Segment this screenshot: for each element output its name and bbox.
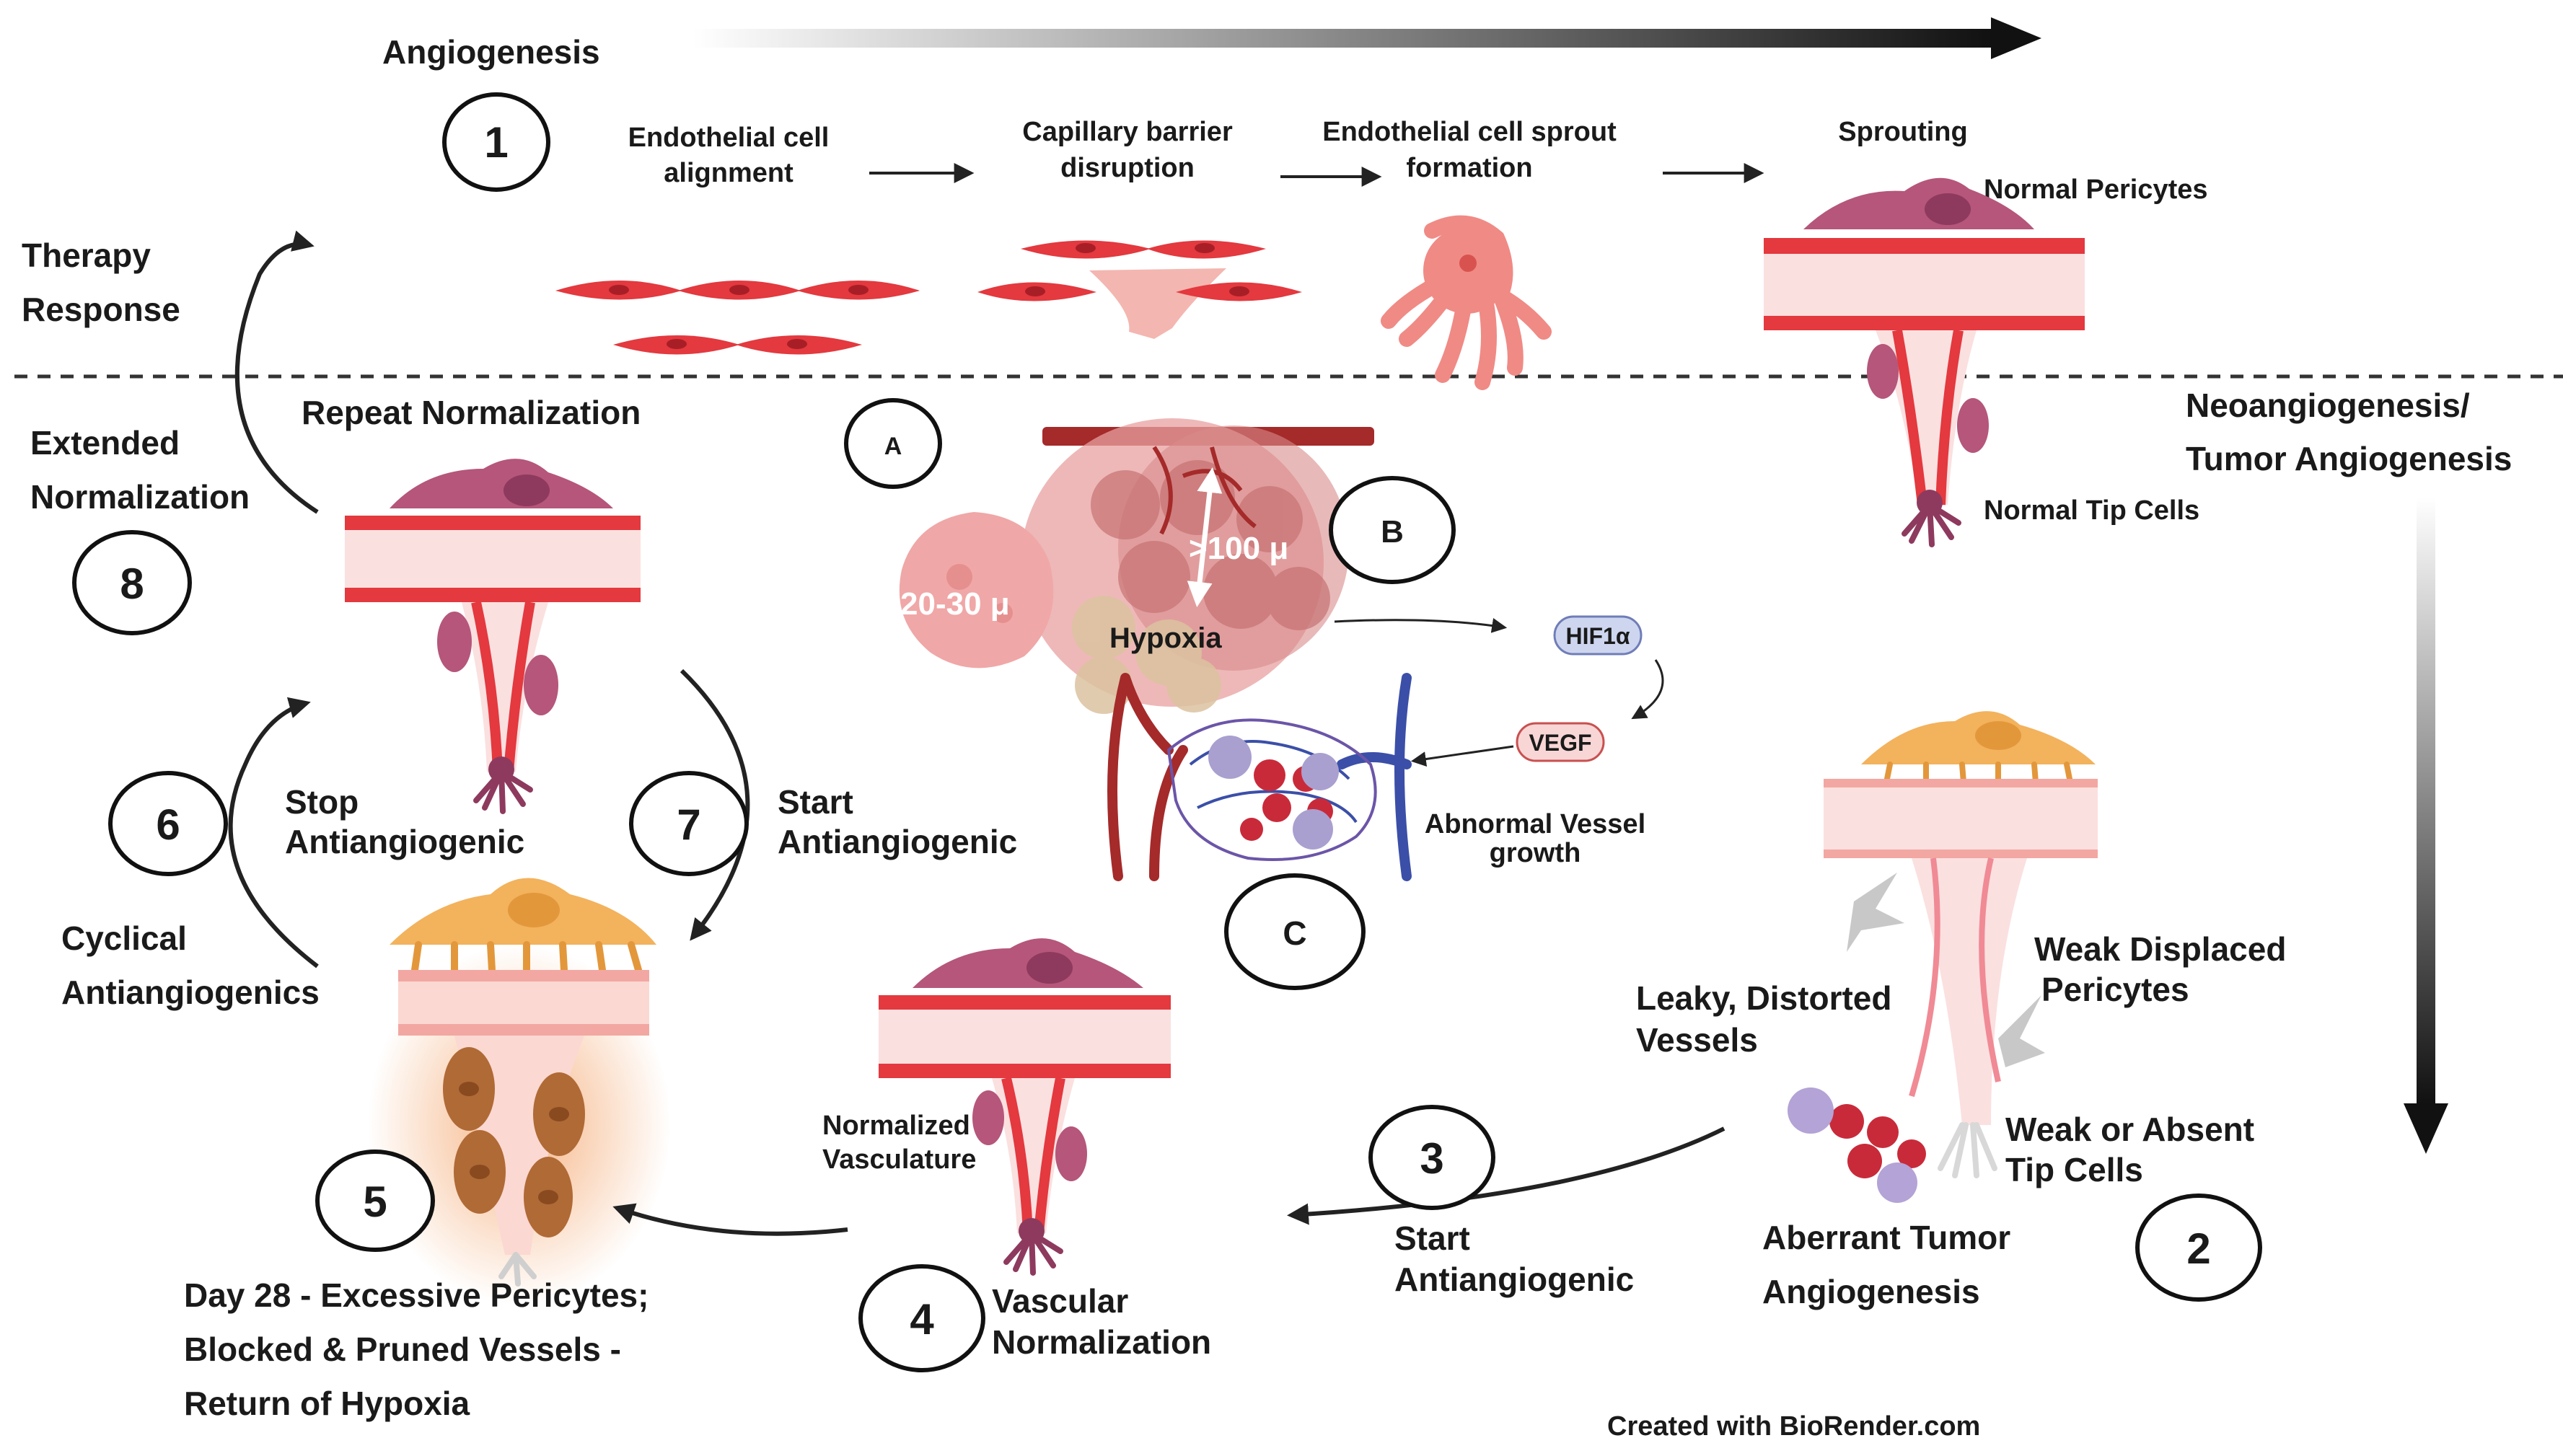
- angiogenesis-progress-arrow: [693, 17, 2041, 59]
- credit-label: Created with BioRender.com: [1607, 1411, 1980, 1442]
- start-antiangiogenic-7-line2: Antiangiogenic: [778, 823, 1017, 860]
- angiogenesis-title: Angiogenesis: [382, 33, 600, 71]
- stop-antiangiogenic-line2: Antiangiogenic: [285, 823, 524, 860]
- distance-20-label: 20-30 μ: [900, 586, 1010, 622]
- distance-100-label: >100 μ: [1189, 531, 1288, 566]
- aberrant-tumor-vessel: [1788, 711, 2098, 1203]
- neoangiogenesis-line2: Tumor Angiogenesis: [2186, 440, 2512, 477]
- sprout-label-line2: formation: [1406, 153, 1532, 183]
- normalized-vessel: [879, 938, 1171, 1276]
- svg-text:4: 4: [910, 1295, 934, 1344]
- distance-arrow: [1187, 467, 1223, 607]
- step-7-marker: 7: [629, 771, 749, 876]
- weak-pericytes-line1: Weak Displaced: [2034, 930, 2286, 968]
- weak-pericytes-line2: Pericytes: [2041, 971, 2189, 1008]
- arrow-vegf-to-vessel: [1410, 745, 1514, 767]
- hypoxia-label: Hypoxia: [1109, 622, 1222, 654]
- extended-normalization-line1: Extended: [30, 424, 180, 462]
- svg-text:A: A: [884, 433, 902, 460]
- step-a-marker: A: [844, 398, 942, 489]
- normalized-vasculature-line1: Normalized: [822, 1111, 970, 1141]
- step-8-marker: 8: [72, 530, 192, 635]
- step-c-marker: C: [1224, 873, 1366, 990]
- svg-text:HIF1α: HIF1α: [1565, 623, 1630, 649]
- start-antiangiogenic-3-line2: Antiangiogenic: [1394, 1261, 1634, 1298]
- aberrant-angiogenesis-line2: Angiogenesis: [1762, 1273, 1980, 1310]
- repeat-normalization-label: Repeat Normalization: [302, 394, 641, 431]
- svg-text:6: 6: [156, 800, 180, 849]
- neoangiogenesis-progress-arrow: [2404, 498, 2448, 1154]
- normal-tip-cells-label: Normal Tip Cells: [1984, 495, 2199, 526]
- step-5-marker: 5: [315, 1150, 435, 1252]
- step-4-marker: 4: [858, 1264, 985, 1372]
- arrow-to-therapy-response: [234, 230, 319, 514]
- svg-text:7: 7: [677, 800, 700, 849]
- svg-text:C: C: [1283, 914, 1306, 952]
- barrier-label-line2: disruption: [1060, 153, 1195, 183]
- arrow-hif-to-vegf: [1631, 659, 1664, 720]
- arrow-stop-antiangiogenic: [228, 697, 319, 969]
- arrow-hypoxia-to-hif: [1334, 618, 1508, 633]
- svg-text:VEGF: VEGF: [1529, 730, 1591, 756]
- abnormal-vessel-line1: Abnormal Vessel: [1425, 809, 1645, 839]
- leaky-vessels-line2: Vessels: [1636, 1021, 1758, 1059]
- svg-text:8: 8: [120, 560, 144, 608]
- tumor-mass: [1021, 418, 1374, 714]
- sprouting-label: Sprouting: [1838, 117, 1967, 147]
- step-6-marker: 6: [108, 771, 228, 876]
- sprouting-vessel-illustration: [1764, 177, 2085, 547]
- day28-line2: Blocked & Pruned Vessels -: [184, 1331, 621, 1368]
- neoangiogenesis-line1: Neoangiogenesis/: [2186, 387, 2470, 424]
- ec-alignment-label-line2: alignment: [664, 158, 793, 188]
- vascular-normalization-line2: Normalization: [992, 1323, 1211, 1361]
- svg-text:2: 2: [2186, 1225, 2210, 1273]
- capillary-disruption-illustration: [977, 240, 1302, 339]
- start-antiangiogenic-7-line1: Start: [778, 783, 853, 821]
- arrow-start-antiangiogenic-7: [680, 669, 750, 941]
- arrow-normalization-to-excess: [612, 1203, 848, 1236]
- step-b-marker: B: [1329, 476, 1456, 584]
- svg-text:5: 5: [363, 1178, 387, 1226]
- abnormal-vessel-line2: growth: [1490, 838, 1581, 868]
- arrow-start-antiangiogenic-3: [1287, 1126, 1725, 1225]
- leaky-vessels-line1: Leaky, Distorted: [1636, 979, 1891, 1017]
- weak-tip-cells-line2: Tip Cells: [2005, 1151, 2143, 1188]
- svg-text:1: 1: [484, 118, 508, 167]
- normalized-vasculature-line2: Vasculature: [822, 1144, 976, 1175]
- step-1-marker: 1: [442, 92, 550, 192]
- therapy-response-line2: Response: [22, 291, 180, 328]
- endothelial-sprout-illustration: [1381, 215, 1552, 390]
- abnormal-vessel-growth: [1107, 673, 1412, 881]
- svg-text:3: 3: [1420, 1134, 1443, 1183]
- hif1a-badge: HIF1α: [1553, 615, 1643, 656]
- small-tumor-cell: [899, 512, 1054, 669]
- start-antiangiogenic-3-line1: Start: [1394, 1219, 1470, 1257]
- day28-line3: Return of Hypoxia: [184, 1385, 470, 1422]
- vegf-badge: VEGF: [1516, 722, 1605, 762]
- repeat-normalization-vessel: [345, 459, 641, 814]
- sprout-label-line1: Endothelial cell sprout: [1322, 117, 1617, 147]
- svg-text:B: B: [1381, 514, 1404, 550]
- aberrant-angiogenesis-line1: Aberrant Tumor: [1762, 1219, 2010, 1256]
- excessive-pericytes-vessel: [368, 878, 671, 1305]
- ec-alignment-label-line1: Endothelial cell: [628, 123, 830, 153]
- therapy-response-line1: Therapy: [22, 237, 151, 274]
- day28-line1: Day 28 - Excessive Pericytes;: [184, 1276, 649, 1314]
- cyclical-antiangiogenics-line1: Cyclical: [61, 919, 187, 957]
- aligned-endothelial-cells: [555, 281, 920, 355]
- cyclical-antiangiogenics-line2: Antiangiogenics: [61, 974, 320, 1011]
- weak-tip-cells-line1: Weak or Absent: [2005, 1111, 2254, 1148]
- step-2-marker: 2: [2135, 1194, 2262, 1302]
- normal-pericytes-label: Normal Pericytes: [1984, 175, 2208, 205]
- barrier-label-line1: Capillary barrier: [1022, 117, 1233, 147]
- step-3-marker: 3: [1368, 1105, 1495, 1210]
- vascular-normalization-line1: Vascular: [992, 1282, 1128, 1320]
- stop-antiangiogenic-line1: Stop: [285, 783, 359, 821]
- extended-normalization-line2: Normalization: [30, 478, 250, 516]
